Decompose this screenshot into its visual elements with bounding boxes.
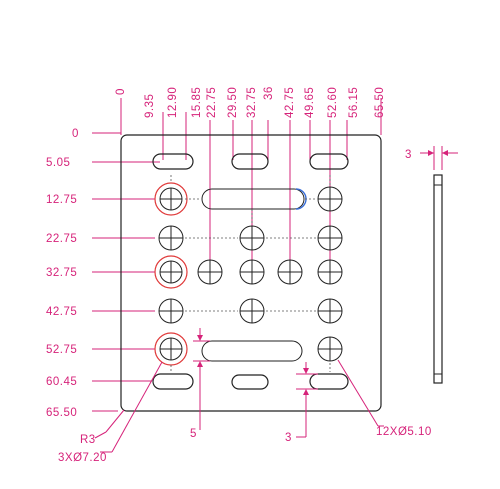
slot-top-right [309, 153, 349, 170]
holes [154, 182, 343, 366]
slot-top-left [152, 153, 194, 170]
long-slot-upper [201, 188, 305, 210]
left-extension-lines [92, 132, 160, 412]
gap3-label: 3 [285, 432, 292, 444]
hole-large-2 [154, 255, 188, 289]
hole-right-1 [317, 186, 343, 212]
top-dim-32-75: 32.75 [246, 87, 258, 118]
hole-small-left-4 [158, 298, 184, 324]
top-dim-52-60: 52.60 [327, 87, 339, 118]
left-dim-0: 0 [72, 128, 79, 140]
small-hole-callout: 12XØ5.10 [337, 359, 432, 438]
center-lines [170, 175, 331, 372]
thickness-label: 3 [405, 149, 412, 161]
top-dim-12-90: 12.90 [167, 87, 179, 118]
top-dim-36: 36 [263, 86, 275, 100]
slot-bottom-center [231, 374, 269, 390]
left-dim-52-75: 52.75 [46, 344, 77, 356]
top-dim-29-50: 29.50 [227, 87, 239, 118]
hole-right-5 [317, 336, 343, 362]
hole-right-2 [317, 225, 343, 251]
plate-outline [120, 134, 382, 412]
left-dim-32-75: 32.75 [46, 267, 77, 279]
left-dim-22-75: 22.75 [46, 233, 77, 245]
hole-mid-b-bottom [239, 298, 265, 324]
large-hole-label: 3XØ7.20 [58, 452, 107, 464]
plate-front-view [120, 134, 382, 412]
gap3-dimension: 3 [285, 362, 318, 444]
left-dim-60-45: 60.45 [46, 376, 77, 388]
left-dimension-labels: 0 5.05 12.75 22.75 32.75 42.75 52.75 60.… [46, 128, 79, 419]
slot-top-center [231, 153, 269, 170]
hole-mid-b [239, 259, 265, 285]
top-dim-65-50: 65.50 [374, 87, 386, 118]
top-dim-15-85: 15.85 [191, 87, 203, 118]
hole-mid-b-top [239, 225, 265, 251]
hole-mid-c [277, 259, 303, 285]
hole-right-3 [317, 259, 343, 285]
left-dim-42-75: 42.75 [46, 306, 77, 318]
slot-bottom-right [309, 373, 349, 390]
hole-large-3 [154, 332, 188, 366]
hole-large-1 [154, 182, 188, 216]
hole-mid-a [197, 259, 223, 285]
small-hole-label: 12XØ5.10 [376, 426, 432, 438]
slot-gap-label: 5 [190, 428, 197, 440]
top-dim-49-65: 49.65 [304, 87, 316, 118]
radius-callout: R3 [80, 409, 125, 446]
top-dim-56-15: 56.15 [348, 87, 360, 118]
long-slot-lower [201, 340, 303, 362]
plate-side-view: 3 [405, 146, 458, 384]
top-extension-lines [120, 98, 382, 270]
top-dimension-labels: 0 9.35 12.90 15.85 22.75 29.50 32.75 36 … [115, 86, 386, 118]
top-dim-9-35: 9.35 [144, 94, 156, 118]
side-view-outline [433, 174, 443, 384]
radius-label: R3 [80, 434, 96, 446]
slot-gap-dimension: 5 [190, 328, 210, 440]
top-dim-0: 0 [115, 88, 127, 95]
hole-small-left-2 [158, 225, 184, 251]
left-dim-65-50: 65.50 [46, 407, 77, 419]
top-dim-42-75: 42.75 [284, 87, 296, 118]
left-dim-5-05: 5.05 [46, 157, 70, 169]
large-hole-callout: 3XØ7.20 [58, 361, 163, 464]
left-dim-12-75: 12.75 [46, 194, 77, 206]
slot-bottom-left [152, 373, 194, 390]
hole-right-4 [317, 298, 343, 324]
top-dim-22-75: 22.75 [206, 87, 218, 118]
